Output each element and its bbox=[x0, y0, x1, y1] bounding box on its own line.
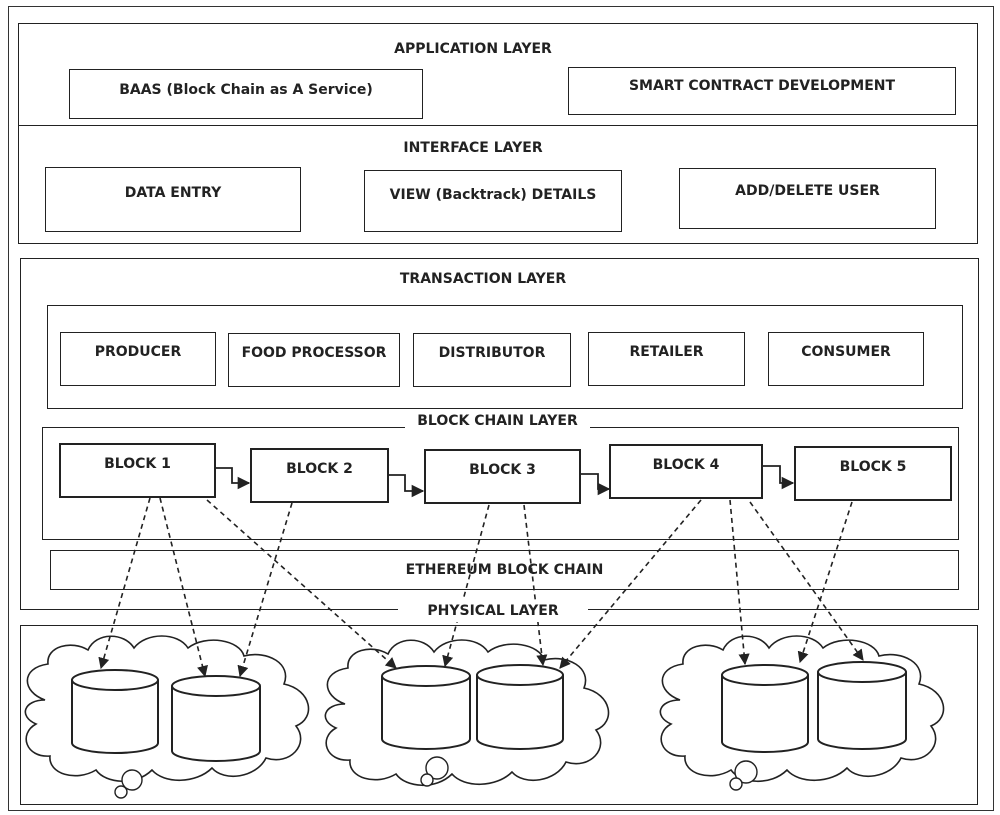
participant-box bbox=[60, 332, 216, 386]
database-icon bbox=[71, 669, 159, 754]
chain-arrow bbox=[216, 467, 251, 490]
database-icon bbox=[476, 664, 564, 750]
block-box bbox=[794, 446, 952, 501]
database-icon bbox=[171, 675, 261, 762]
cloud-left bbox=[24, 635, 310, 782]
chain-arrow bbox=[581, 473, 611, 496]
database-icon bbox=[721, 664, 809, 753]
block-5-label: BLOCK 5 bbox=[839, 459, 907, 475]
storage-arrow bbox=[442, 504, 490, 668]
block-3-label: BLOCK 3 bbox=[469, 462, 536, 478]
blockchain-layer-title: BLOCK CHAIN LAYER bbox=[405, 410, 590, 432]
block-1-label: BLOCK 1 bbox=[104, 456, 171, 472]
chain-arrow bbox=[762, 465, 795, 490]
baas-label: BAAS (Block Chain as A Service) bbox=[119, 82, 373, 98]
smart-contract-box bbox=[568, 67, 956, 115]
block-box bbox=[59, 443, 216, 498]
participant-producer: PRODUCER bbox=[94, 344, 182, 360]
block-4-label: BLOCK 4 bbox=[652, 457, 720, 473]
database-icon bbox=[817, 661, 907, 750]
participant-box bbox=[768, 332, 924, 386]
participant-box bbox=[588, 332, 745, 386]
storage-arrow bbox=[559, 499, 702, 669]
view-details-box bbox=[364, 170, 622, 232]
smart-contract-label: SMART CONTRACT DEVELOPMENT bbox=[628, 78, 896, 94]
participant-box bbox=[228, 333, 400, 387]
participant-distributor: DISTRIBUTOR bbox=[438, 345, 546, 361]
storage-arrow bbox=[797, 501, 853, 664]
storage-arrow bbox=[237, 502, 293, 678]
view-details-label: VIEW (Backtrack) DETAILS bbox=[389, 187, 597, 203]
application-layer-title: APPLICATION LAYER bbox=[394, 41, 552, 57]
database-cylinders bbox=[71, 661, 907, 762]
participant-retailer: RETAILER bbox=[629, 344, 704, 360]
ethereum-label: ETHEREUM BLOCK CHAIN bbox=[405, 562, 604, 578]
block-box bbox=[250, 448, 389, 503]
database-icon bbox=[381, 665, 471, 750]
participant-consumer: CONSUMER bbox=[801, 344, 891, 360]
storage-arrow bbox=[523, 504, 548, 667]
add-delete-user-label: ADD/DELETE USER bbox=[735, 183, 880, 199]
block-box bbox=[609, 444, 763, 499]
cloud-bubbles bbox=[114, 756, 758, 799]
storage-arrows bbox=[98, 497, 864, 678]
data-entry-label: DATA ENTRY bbox=[124, 185, 222, 201]
storage-arrow bbox=[159, 497, 208, 678]
transaction-layer-title: TRANSACTION LAYER bbox=[399, 271, 567, 287]
add-delete-user-box bbox=[679, 168, 936, 229]
data-entry-box bbox=[45, 167, 301, 232]
block-box bbox=[424, 449, 581, 504]
participant-food-processor: FOOD PROCESSOR bbox=[241, 345, 387, 361]
baas-box bbox=[69, 69, 423, 119]
block-2-label: BLOCK 2 bbox=[286, 461, 353, 477]
storage-arrow bbox=[206, 499, 397, 669]
chain-arrow bbox=[389, 474, 425, 498]
chain-arrows bbox=[216, 465, 795, 498]
physical-layer-title: PHYSICAL LAYER bbox=[398, 600, 588, 622]
storage-arrow bbox=[749, 501, 864, 661]
storage-arrow bbox=[98, 497, 151, 670]
interface-layer-title: INTERFACE LAYER bbox=[403, 140, 543, 156]
storage-arrow bbox=[729, 499, 750, 666]
layer-divider bbox=[18, 125, 978, 126]
participant-box bbox=[413, 333, 571, 387]
